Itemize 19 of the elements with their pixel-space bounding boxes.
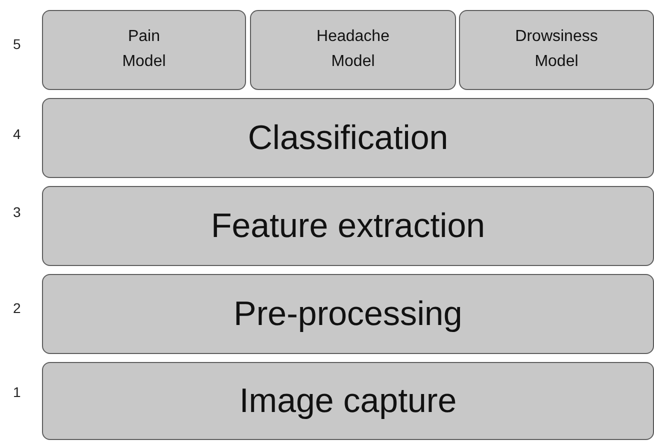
- layer-number: 1: [13, 384, 21, 400]
- layer-label: Pain Model: [122, 27, 166, 72]
- layer-box: [42, 10, 246, 90]
- layer-number: 5: [13, 36, 21, 52]
- layer-box: [42, 274, 654, 354]
- layer-label: Image capture: [239, 380, 457, 422]
- layer-label: Pre-processing: [234, 294, 462, 334]
- layer-number: 3: [13, 204, 21, 220]
- layer-box: [250, 10, 456, 90]
- layer-box: [42, 362, 654, 440]
- layer-box: [459, 10, 654, 90]
- layer-number: 4: [13, 126, 21, 142]
- layer-box: [42, 98, 654, 178]
- layer-label: Classification: [248, 118, 448, 158]
- layer-box: [42, 186, 654, 266]
- layer-label: Feature extraction: [210, 206, 486, 246]
- layer-number: 2: [13, 300, 21, 316]
- layer-label: Drowsiness Model: [515, 27, 598, 72]
- layer-label: Headache Model: [316, 27, 390, 72]
